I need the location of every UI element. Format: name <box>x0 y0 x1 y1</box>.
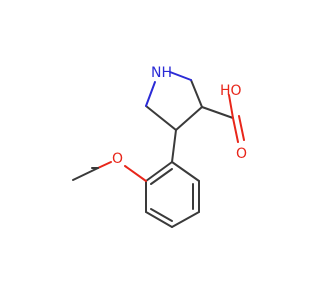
carboxylic-acid-group <box>201 94 245 143</box>
ether-oxygen-label: O <box>112 151 123 167</box>
bond-c3-ccooh <box>201 106 234 119</box>
bond-c4-aryl <box>171 129 177 163</box>
bond-c-o-double-1 <box>232 117 239 143</box>
bond-o-ch2 <box>97 161 112 169</box>
nh-label: NH <box>151 65 172 81</box>
structure-diagram: NH HO O O <box>72 65 247 228</box>
bond-ar4-inner <box>150 208 173 222</box>
bond-ar6-inner <box>150 168 173 185</box>
bond-c3-c4 <box>175 106 203 131</box>
benzene-ring <box>145 161 200 228</box>
bond-c-oh <box>228 94 234 119</box>
bond-ar4 <box>145 211 173 228</box>
ethoxy-group <box>72 161 147 182</box>
bond-c4-c5 <box>145 105 177 131</box>
bond-ar-o <box>124 165 147 182</box>
bond-ch2-ch3 <box>72 167 99 181</box>
bond-c-o-double-2 <box>238 115 245 141</box>
pyrrolidine-ring <box>145 71 203 131</box>
bond-ar1 <box>171 161 200 182</box>
bond-n-c2 <box>169 71 192 81</box>
bond-ar3 <box>171 211 200 228</box>
bond-c2-c3 <box>190 79 203 108</box>
bond-c5-n <box>145 81 156 107</box>
carbonyl-oxygen-label: O <box>236 146 247 162</box>
hydroxyl-label: HO <box>220 83 242 99</box>
bond-ar6 <box>145 161 173 182</box>
